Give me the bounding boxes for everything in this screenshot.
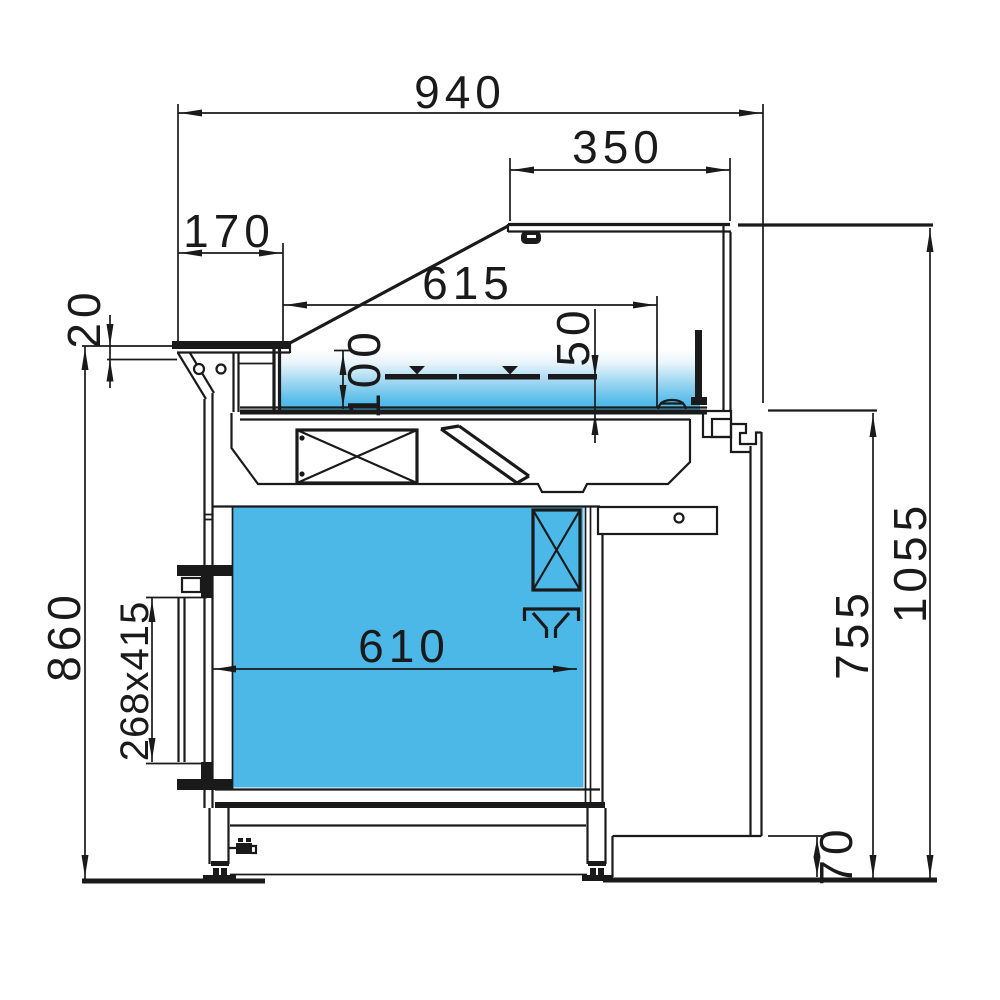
right-upper-wall [722,224,732,410]
dimension-shelf-thickness: 20 [58,287,114,388]
dim-label-615: 615 [422,257,514,309]
front-glass [287,224,509,346]
front-left-leg [203,393,214,808]
dim-label-350: 350 [572,121,664,173]
support-bracket-arm [596,505,719,536]
cross-braced-frame [295,428,419,485]
right-side-panel [611,432,763,877]
dimension-base-recess-height: 70 [768,824,862,886]
dim-label-268x415: 268x415 [113,601,157,761]
dimension-storage-width: 610 [212,620,577,673]
dim-label-755: 755 [826,588,878,680]
drain-bracket [522,607,581,638]
dim-label-610: 610 [358,620,450,672]
dimension-overall-height: 1055 [738,223,936,879]
counter-bracket [177,352,227,400]
evaporator-coil [531,508,582,592]
right-joint-detail [701,409,762,454]
dimension-door-opening: 268x415 [113,598,157,762]
right-leg [582,808,613,881]
storage-compartment [213,505,605,876]
dimension-well-width: 615 [283,257,658,408]
dim-label-20: 20 [58,287,110,348]
dim-label-50: 50 [547,305,599,366]
dimension-canopy-width: 350 [509,121,731,221]
well-deck-rails [385,366,597,380]
service-counter [82,341,292,361]
dimension-counter-height: 860 [38,346,90,879]
dim-label-940: 940 [414,66,506,118]
dim-label-70: 70 [810,824,862,885]
condensate-duct [440,424,530,485]
floor-lines [82,877,937,884]
upper-left-wall [232,352,273,412]
dimension-overall-top-width: 940 [177,66,764,403]
dimension-well-depth: 100 [334,327,390,419]
dim-label-1055: 1055 [884,501,936,623]
dim-label-100: 100 [338,327,390,419]
left-leg [203,808,236,881]
display-well [240,330,707,421]
leg-clamp-detail [229,838,258,855]
canopy-glass [506,222,731,244]
dimension-shelf-depth: 170 [178,205,284,341]
machinery-compartment [230,413,692,494]
dim-label-860: 860 [38,590,90,682]
dimension-deck-clearance: 50 [547,305,599,443]
left-door [146,565,233,790]
dimension-rear-body-height: 755 [768,409,878,879]
dim-label-170: 170 [183,205,275,257]
